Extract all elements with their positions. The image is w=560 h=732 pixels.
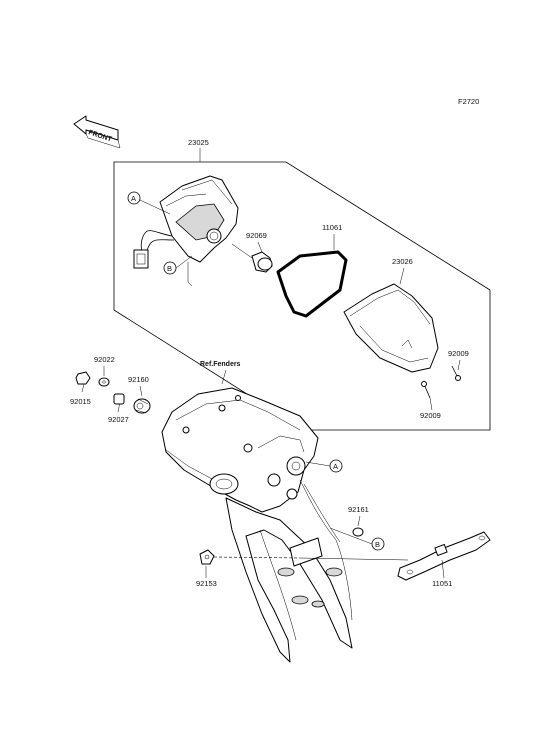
assembly-frame [113, 161, 491, 431]
figure-code: F2720 [458, 97, 479, 106]
part-label-23026: 23026 [392, 257, 413, 266]
tail-light-housing [133, 175, 239, 269]
part-label-92161: 92161 [348, 505, 369, 514]
part-label-23025: 23025 [188, 138, 209, 147]
part-label-92069: 92069 [246, 231, 267, 240]
svg-text:A: A [131, 194, 136, 203]
part-label-11051: 11051 [432, 579, 452, 588]
svg-text:B: B [375, 540, 380, 549]
lens-23026 [343, 283, 439, 373]
damper-92160 [133, 398, 151, 414]
nut-92015 [75, 371, 91, 385]
part-label-11061: 11061 [322, 223, 342, 232]
bolt-92153 [199, 549, 215, 565]
marker-a-top [127, 191, 141, 205]
rear-fender [161, 387, 353, 663]
bulb-92069 [231, 243, 273, 273]
collar-92027 [113, 393, 125, 405]
part-label-92009-top: 92009 [448, 349, 469, 358]
license-bracket-11051 [397, 531, 491, 581]
part-label-92153: 92153 [196, 579, 217, 588]
svg-text:A: A [333, 462, 338, 471]
part-label-92022: 92022 [94, 355, 115, 364]
gasket-11061 [276, 250, 348, 318]
svg-text:B: B [167, 264, 172, 273]
ref-fenders-label: Ref.Fenders [200, 361, 241, 368]
part-label-92027: 92027 [108, 415, 129, 424]
part-label-92160: 92160 [128, 375, 149, 384]
screw-92009-top [451, 365, 461, 381]
front-arrow-icon: FRONT [73, 115, 121, 149]
part-label-92009-bottom: 92009 [420, 411, 441, 420]
grommet-92161 [352, 527, 364, 537]
washer-92022 [98, 377, 110, 387]
screw-92009-bottom [421, 381, 431, 399]
part-label-92015: 92015 [70, 397, 91, 406]
